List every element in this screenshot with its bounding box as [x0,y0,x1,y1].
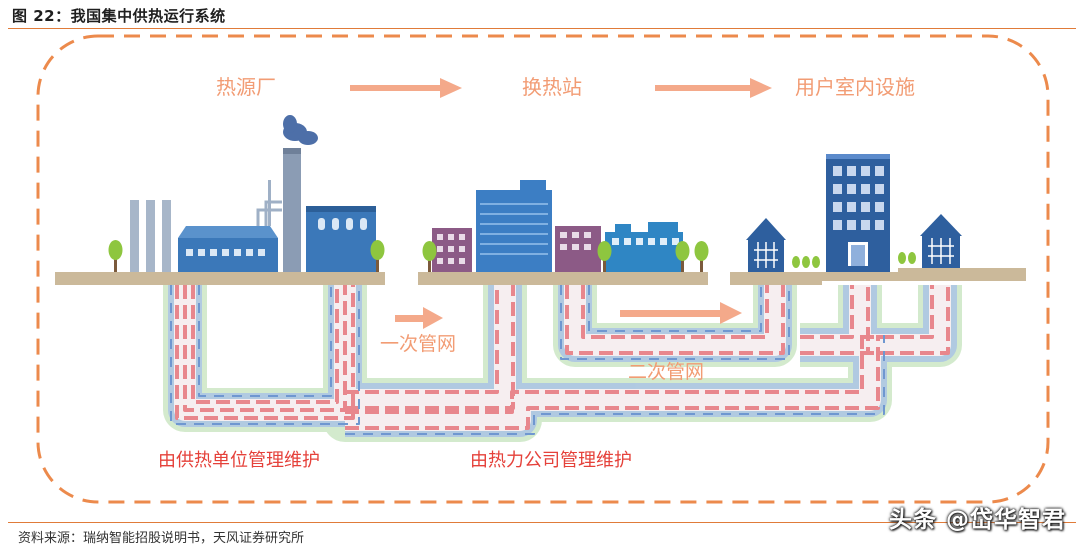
label-secondary-pipe: 二次管网 [628,361,704,383]
ground-platforms [55,268,1026,285]
arrow-station-to-user [655,78,772,98]
source-note: 资料来源：瑞纳智能招股说明书，天风证券研究所 [18,531,305,546]
bottom-divider [8,522,1076,523]
heat-source-plant [108,115,385,272]
dashed-frame [36,34,1050,504]
ground-user-left [730,272,822,285]
heat-exchange-station [422,180,709,272]
ground-heat-source [55,272,385,285]
user-buildings [746,154,962,272]
flow-arrows [350,78,772,329]
label-maintained-by-supplier: 由供热单位管理维护 [158,450,320,471]
figure-title: 图 22：我国集中供热运行系统 [12,7,226,25]
label-primary-pipe: 一次管网 [380,333,456,355]
ground-exchange-station [418,272,708,285]
arrow-source-to-station [350,78,462,98]
top-divider [8,28,1076,29]
label-maintained-by-heat-company: 由热力公司管理维护 [470,450,632,471]
ground-user-right [898,268,1026,281]
label-heat-source: 热源厂 [216,75,276,99]
arrow-primary-pipe [395,307,443,329]
label-user-facility: 用户室内设施 [795,75,915,99]
ground-user-center [822,272,898,281]
arrow-secondary-pipe [620,302,742,324]
pipe-network [163,285,962,442]
label-exchange-station: 换热站 [522,75,582,99]
watermark: 头条 @岱华智君 [888,507,1066,533]
